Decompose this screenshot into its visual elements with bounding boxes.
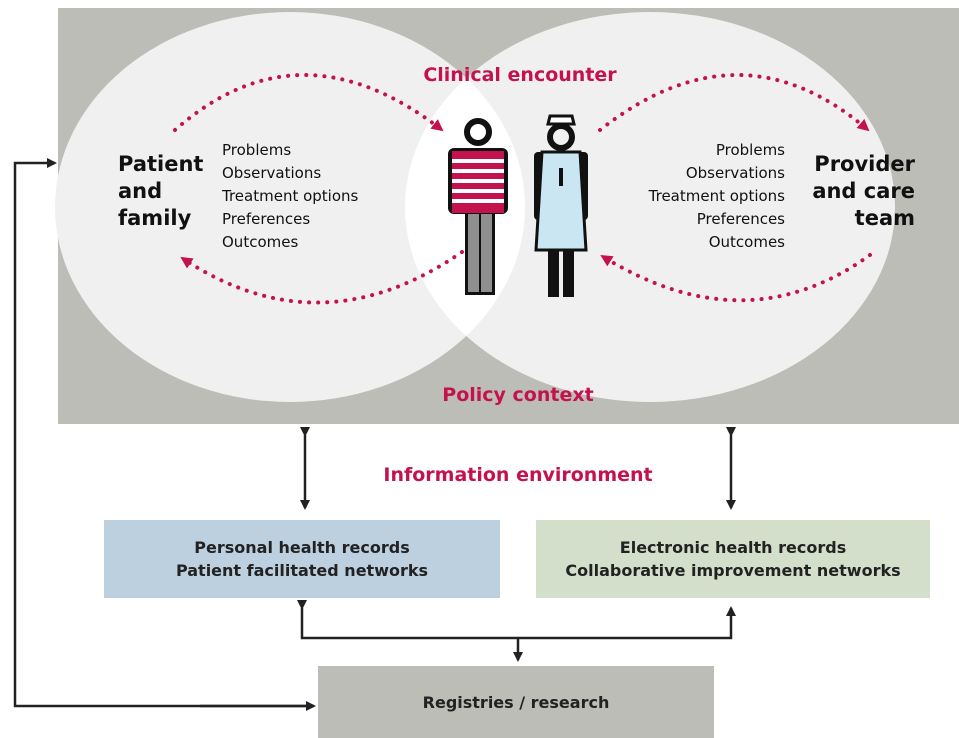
feedback-loop-arrow [13,158,313,708]
clinical-encounter-label: Clinical encounter [423,64,617,86]
policy-context-label: Policy context [442,384,594,406]
provider-ellipse [405,12,895,402]
patient-ellipse [55,12,525,402]
personal-health-records-box: Personal health records Patient facilita… [104,520,500,598]
records-connector [297,600,736,640]
provider-items-list: Problems Observations Treatment options … [648,141,785,251]
patient-and-family-title: Patient and family [118,152,204,230]
electronic-health-records-box: Electronic health records Collaborative … [536,520,930,598]
patient-figure-icon [448,118,508,295]
provider-bottom-arrow [600,253,872,303]
registries-research-box: Registries / research [318,666,714,738]
nurse-figure-icon [534,114,588,297]
information-environment-label: Information environment [383,464,653,486]
patient-items-list: Problems Observations Treatment options … [222,141,359,251]
patient-top-arrow [173,73,444,132]
provider-and-care-team-title: Provider and care team [812,152,915,230]
provider-top-arrow [598,73,870,132]
